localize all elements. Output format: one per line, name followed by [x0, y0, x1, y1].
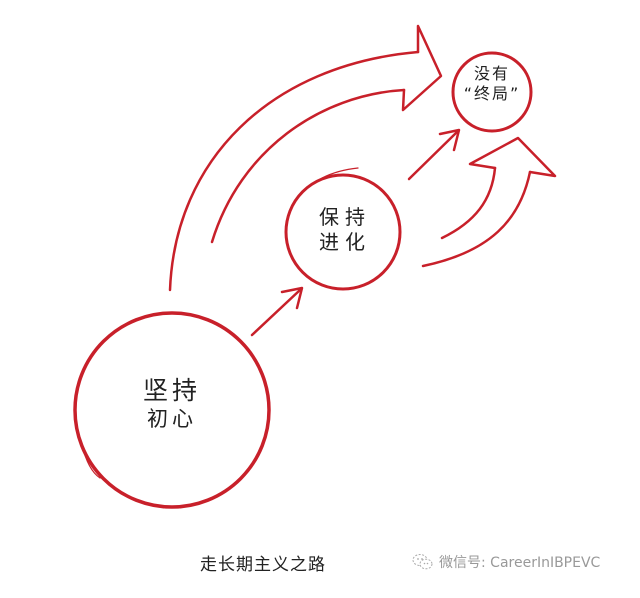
node-label-small: 没有 “终局”	[452, 64, 532, 104]
node-label-large: 坚持 初心	[112, 375, 232, 433]
node-label-line: “终局”	[463, 84, 521, 103]
node-label-line: 进化	[319, 230, 371, 254]
node-label-line: 初心	[147, 407, 197, 432]
node-circle-large	[73, 311, 271, 509]
node-label-line: 没有	[473, 64, 510, 83]
wechat-icon	[412, 554, 433, 570]
node-label-line: 保持	[319, 205, 371, 229]
node-circle-mid	[284, 167, 402, 291]
arrow-large-to-mid	[250, 286, 304, 337]
node-label-line: 坚持	[142, 376, 201, 405]
big-curved-arrow-top	[168, 24, 443, 292]
node-label-mid: 保持 进化	[300, 205, 390, 255]
diagram-caption: 走长期主义之路	[200, 555, 326, 575]
watermark-text: 微信号: CareerInIBPEVC	[439, 555, 601, 571]
watermark: 微信号: CareerInIBPEVC	[412, 552, 600, 572]
big-curved-arrow-right	[421, 136, 557, 268]
arrow-mid-to-small	[407, 128, 461, 181]
node-circle-small	[451, 51, 533, 133]
